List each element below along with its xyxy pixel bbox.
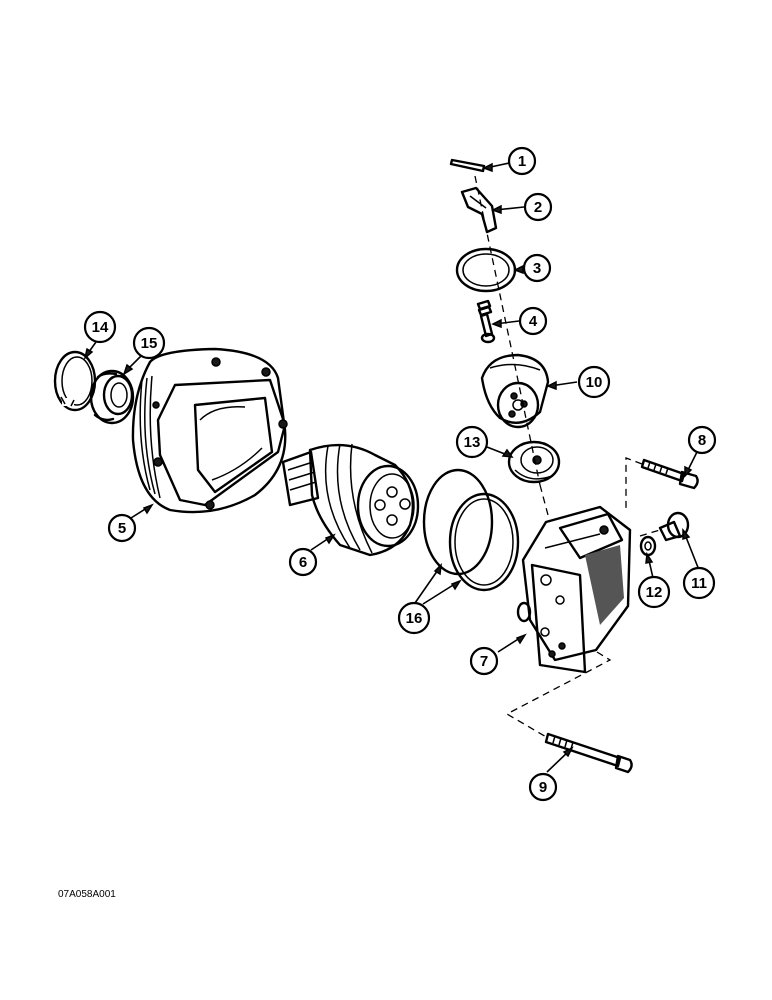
assembly-axis-lower [539, 484, 549, 516]
svg-text:14: 14 [92, 319, 109, 336]
part-2-fork [460, 186, 498, 234]
svg-text:10: 10 [586, 374, 603, 391]
callout-11: 11 [682, 566, 716, 600]
part-3-ring [455, 247, 517, 293]
callout-7: 7 [469, 646, 499, 676]
part-9-long-bolt [544, 732, 633, 774]
part-16-o-rings [422, 468, 520, 592]
callout-6: 6 [288, 547, 318, 577]
svg-text:8: 8 [698, 432, 706, 449]
leader-lines [83, 162, 700, 773]
svg-text:15: 15 [141, 335, 158, 352]
callout-3: 3 [522, 253, 552, 283]
assembly-line-bolt-9 [505, 651, 612, 739]
svg-text:13: 13 [464, 434, 481, 451]
callout-16: 16 [397, 601, 431, 635]
part-6-rotor-assembly [281, 443, 420, 557]
assembly-line-plug [639, 529, 661, 537]
svg-text:4: 4 [529, 313, 538, 330]
part-14-snap-ring [53, 350, 97, 412]
part-1-pin [449, 158, 486, 173]
callout-9: 9 [528, 772, 558, 802]
callout-2: 2 [523, 192, 553, 222]
assembly-axis-vertical [474, 175, 541, 486]
callout-4: 4 [518, 306, 548, 336]
reference-code: 07A058A001 [58, 889, 116, 900]
callout-8: 8 [687, 425, 717, 455]
part-4-spring [476, 299, 496, 344]
assembly-line-bolt-8 [625, 457, 643, 510]
assembly-lines [474, 175, 661, 739]
svg-text:1: 1 [518, 153, 526, 170]
callout-15: 15 [132, 326, 166, 360]
part-7-motor-body [516, 505, 632, 674]
callout-10: 10 [577, 365, 611, 399]
callout-13: 13 [455, 425, 489, 459]
part-8-bolt [640, 458, 699, 490]
svg-text:3: 3 [533, 260, 541, 277]
svg-text:6: 6 [299, 554, 307, 571]
svg-text:7: 7 [480, 653, 488, 670]
part-5-flange-housing [131, 347, 288, 514]
part-11-plug [658, 511, 690, 542]
svg-text:2: 2 [534, 199, 542, 216]
part-12-washer [639, 535, 657, 557]
svg-text:5: 5 [118, 520, 126, 537]
svg-text:16: 16 [406, 610, 423, 627]
part-15-seal [89, 369, 135, 425]
callout-12: 12 [637, 575, 671, 609]
callout-5: 5 [107, 513, 137, 543]
callout-1: 1 [507, 146, 537, 176]
part-13-valve-plate [507, 440, 561, 484]
svg-text:12: 12 [646, 584, 663, 601]
svg-text:11: 11 [691, 575, 707, 592]
callout-14: 14 [83, 310, 117, 344]
svg-text:9: 9 [539, 779, 547, 796]
